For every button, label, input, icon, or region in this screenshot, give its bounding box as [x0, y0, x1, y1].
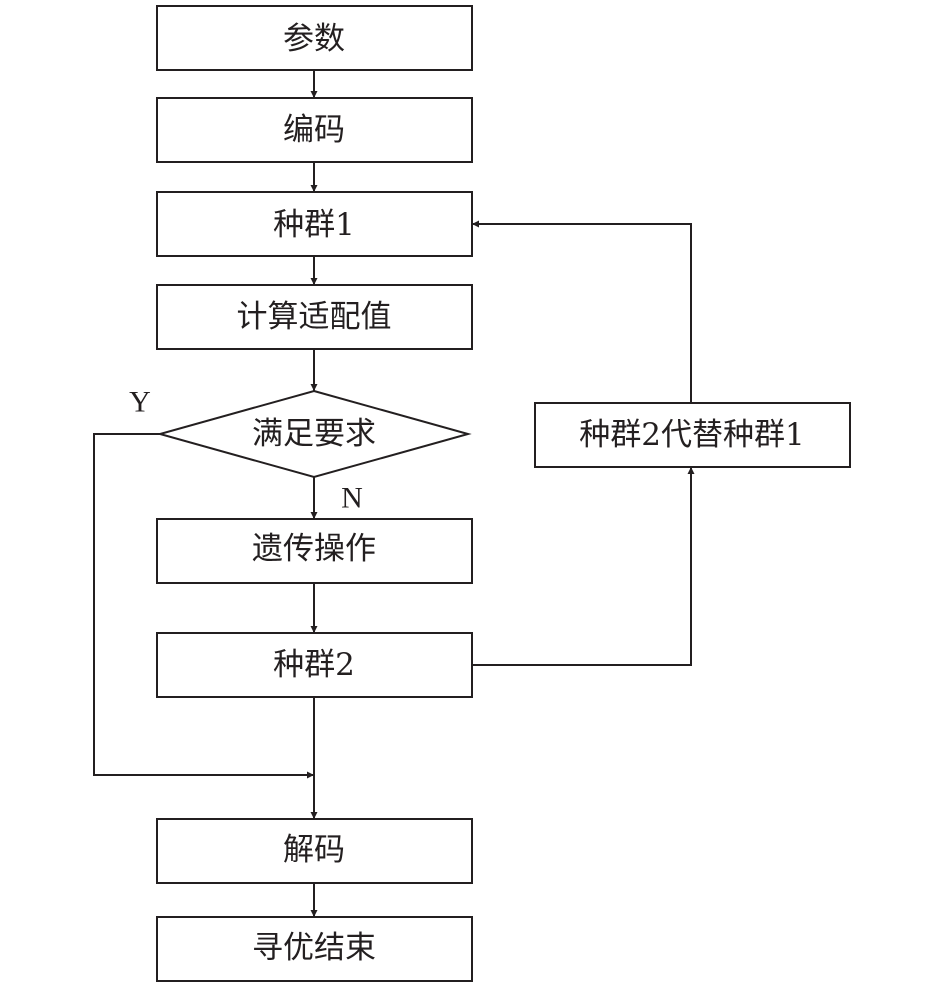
arrow-replace-to-pop1 — [472, 220, 692, 403]
node-encode-box — [156, 97, 473, 163]
node-end-box — [156, 916, 473, 982]
node-decode-label: 解码 — [283, 832, 345, 868]
node-pop2-label: 种群2 — [273, 647, 355, 683]
node-condition-label: 满足要求 — [252, 416, 376, 452]
node-fitness-label: 计算适配值 — [237, 299, 392, 335]
node-replace-box — [534, 402, 851, 468]
node-pop2-box — [156, 632, 473, 698]
node-end-label: 寻优结束 — [252, 930, 376, 966]
node-decode-box — [156, 818, 473, 884]
node-fitness-box — [156, 284, 473, 350]
node-genetic-ops-label: 遗传操作 — [252, 531, 376, 567]
node-params-box — [156, 5, 473, 71]
node-condition-diamond — [156, 389, 472, 479]
node-replace-label: 种群2代替种群1 — [579, 417, 804, 453]
arrow-condition-yes-to-decode — [93, 433, 314, 779]
node-genetic-ops-box — [156, 518, 473, 584]
arrow-pop2-to-replace — [472, 467, 695, 666]
branch-label-no: N — [341, 482, 363, 515]
branch-label-yes: Y — [129, 386, 151, 419]
node-encode-label: 编码 — [283, 112, 345, 148]
node-pop1-label: 种群1 — [273, 207, 355, 243]
node-pop1-box — [156, 191, 473, 257]
node-params-label: 参数 — [283, 21, 345, 57]
